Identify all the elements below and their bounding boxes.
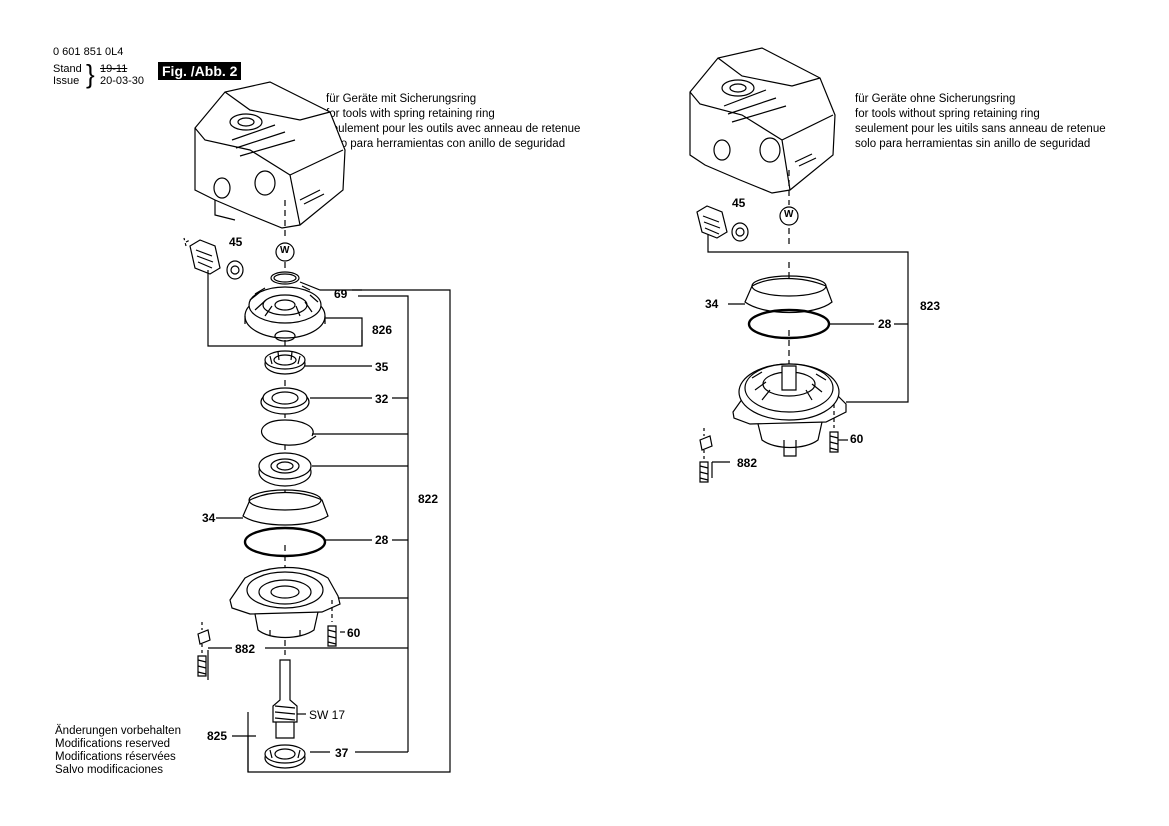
brace-icon: }	[86, 59, 95, 89]
right-note: für Geräte ohne Sicherungsring for tools…	[855, 92, 1106, 152]
label-69: 69	[334, 287, 348, 301]
issue-label: Issue	[53, 75, 80, 87]
label-w-right: W	[784, 209, 794, 220]
label-45-right: 45	[732, 196, 746, 210]
label-60-left: 60	[347, 626, 361, 640]
bearing-35	[264, 350, 306, 375]
label-825: 825	[207, 729, 228, 743]
ball-bearing	[258, 452, 312, 487]
modifications-note: Änderungen vorbehalten Modifications res…	[55, 725, 181, 777]
spindle-825	[272, 659, 298, 739]
label-sw17: SW 17	[309, 708, 346, 722]
crown-gear-826	[244, 285, 326, 342]
clip-882-right	[699, 435, 713, 451]
label-826: 826	[372, 323, 393, 337]
bearing-37	[264, 744, 306, 769]
pinion-right	[696, 205, 728, 239]
circlip	[260, 419, 314, 446]
label-823: 823	[920, 299, 941, 313]
right-note-line: solo para herramientas sin anillo de seg…	[855, 138, 1091, 150]
gear-housing-left	[194, 81, 346, 229]
left-note-line: for tools with spring retaining ring	[326, 108, 495, 120]
right-note-line: for tools without spring retaining ring	[855, 108, 1040, 120]
label-37: 37	[335, 746, 349, 760]
figure-label: Fig. /Abb. 2	[158, 62, 242, 80]
dust-cap-34-right	[744, 275, 833, 314]
label-34-left: 34	[202, 511, 216, 525]
label-28-right: 28	[878, 317, 892, 331]
stand-label: Stand	[53, 63, 82, 75]
left-note-line: solo para herramientas con anillo de seg…	[326, 138, 566, 150]
modifications-line: Modifications reserved	[55, 738, 171, 750]
label-32: 32	[375, 392, 389, 406]
dust-cap-34-left	[242, 489, 329, 526]
stand-old-date: 19-11	[100, 63, 128, 75]
nut-45-left	[226, 260, 244, 280]
pinion-left	[189, 239, 221, 275]
clip-882-left	[197, 629, 211, 645]
left-note-line: seulement pour les outils avec anneau de…	[326, 123, 581, 135]
label-28-left: 28	[375, 533, 389, 547]
label-45-left: 45	[229, 235, 243, 249]
grease-w-left	[275, 242, 295, 262]
label-882-left: 882	[235, 642, 256, 656]
right-note-line: seulement pour les uitils sans anneau de…	[855, 123, 1106, 135]
modifications-line: Änderungen vorbehalten	[55, 725, 181, 737]
modifications-line: Salvo modificaciones	[55, 764, 164, 776]
grease-w-right	[779, 206, 799, 226]
seal-32	[260, 387, 310, 415]
right-note-line: für Geräte ohne Sicherungsring	[855, 93, 1016, 105]
bearing-flange-left	[229, 566, 341, 639]
left-note-line: für Geräte mit Sicherungsring	[326, 93, 477, 105]
issue-date: 20-03-30	[100, 75, 145, 87]
label-w-left: W	[280, 245, 290, 256]
label-35: 35	[375, 360, 389, 374]
part-number: 0 601 851 0L4	[53, 46, 124, 58]
label-60-right: 60	[850, 432, 864, 446]
left-note: für Geräte mit Sicherungsring for tools …	[326, 92, 580, 152]
label-882-right: 882	[737, 456, 758, 470]
gear-housing-right	[689, 47, 836, 194]
o-ring-28-left	[243, 526, 327, 558]
retaining-ring-69	[270, 271, 300, 285]
nut-45-right	[731, 222, 749, 242]
modifications-line: Modifications réservées	[55, 751, 176, 763]
label-34-right: 34	[705, 297, 719, 311]
flange-gear-assembly-right	[732, 363, 847, 457]
label-822: 822	[418, 492, 439, 506]
